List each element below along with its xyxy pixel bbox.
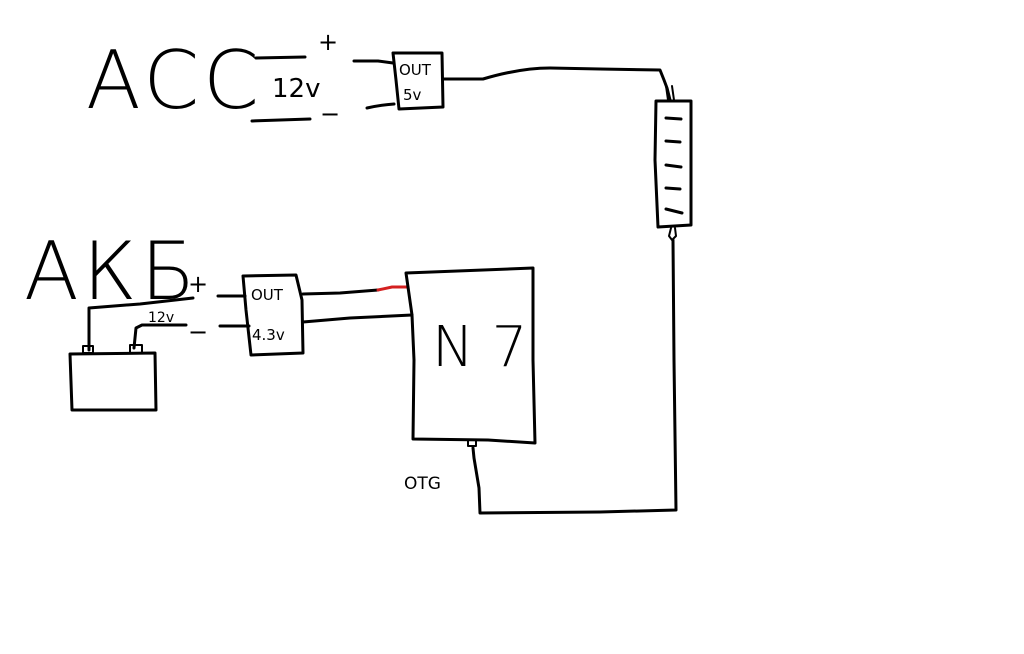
acc-converter-in-positive [352, 59, 395, 65]
acc-positive-line [254, 55, 307, 60]
acc-converter-in-negative [365, 102, 396, 110]
battery-voltage-label: 12v [148, 310, 174, 326]
battery-positive-wire [87, 296, 195, 352]
akb-converter-4-3v: OUT 4.3v [241, 273, 305, 357]
hub-body [653, 99, 693, 229]
akb-title: АКБ [24, 225, 200, 318]
battery-negative-wire [132, 323, 188, 350]
akb-converter-out-label: OUT [251, 286, 284, 304]
acc-voltage-label: 12v [272, 74, 320, 104]
n7-positive-wire-red [376, 285, 410, 292]
hub-bottom-connector [668, 227, 677, 241]
otg-label: OTG [404, 474, 441, 494]
usb-hub [653, 85, 693, 241]
n7-positive-wire-black [301, 288, 380, 296]
hub-to-otg-wire [471, 238, 678, 515]
hub-port-5 [664, 207, 684, 215]
acc-negative-line [250, 117, 312, 123]
hub-port-3 [664, 163, 683, 169]
acc-plus-sign: + [318, 28, 338, 56]
acc-minus-sign: − [320, 100, 340, 128]
acc-converter-voltage-label: 5v [403, 86, 422, 104]
hub-port-1 [664, 116, 683, 121]
hub-port-4 [664, 186, 682, 191]
acc-to-hub-wire [441, 66, 672, 102]
akb-minus-sign: − [188, 318, 208, 346]
acc-title: ACC [86, 34, 263, 127]
hub-port-2 [664, 139, 682, 144]
n7-body [404, 266, 537, 445]
n7-tablet: N 7 [404, 266, 537, 447]
battery-body [68, 351, 158, 412]
n7-negative-wire [301, 313, 414, 324]
battery [68, 344, 158, 412]
n7-label: N 7 [432, 315, 527, 380]
akb-converter-voltage-label: 4.3v [252, 326, 285, 344]
acc-converter-5v: OUT 5v [391, 51, 445, 111]
hub-top-connector [665, 85, 675, 101]
akb-plus-sign: + [188, 270, 208, 298]
acc-converter-out-label: OUT [399, 61, 432, 79]
otg-port [467, 439, 477, 447]
